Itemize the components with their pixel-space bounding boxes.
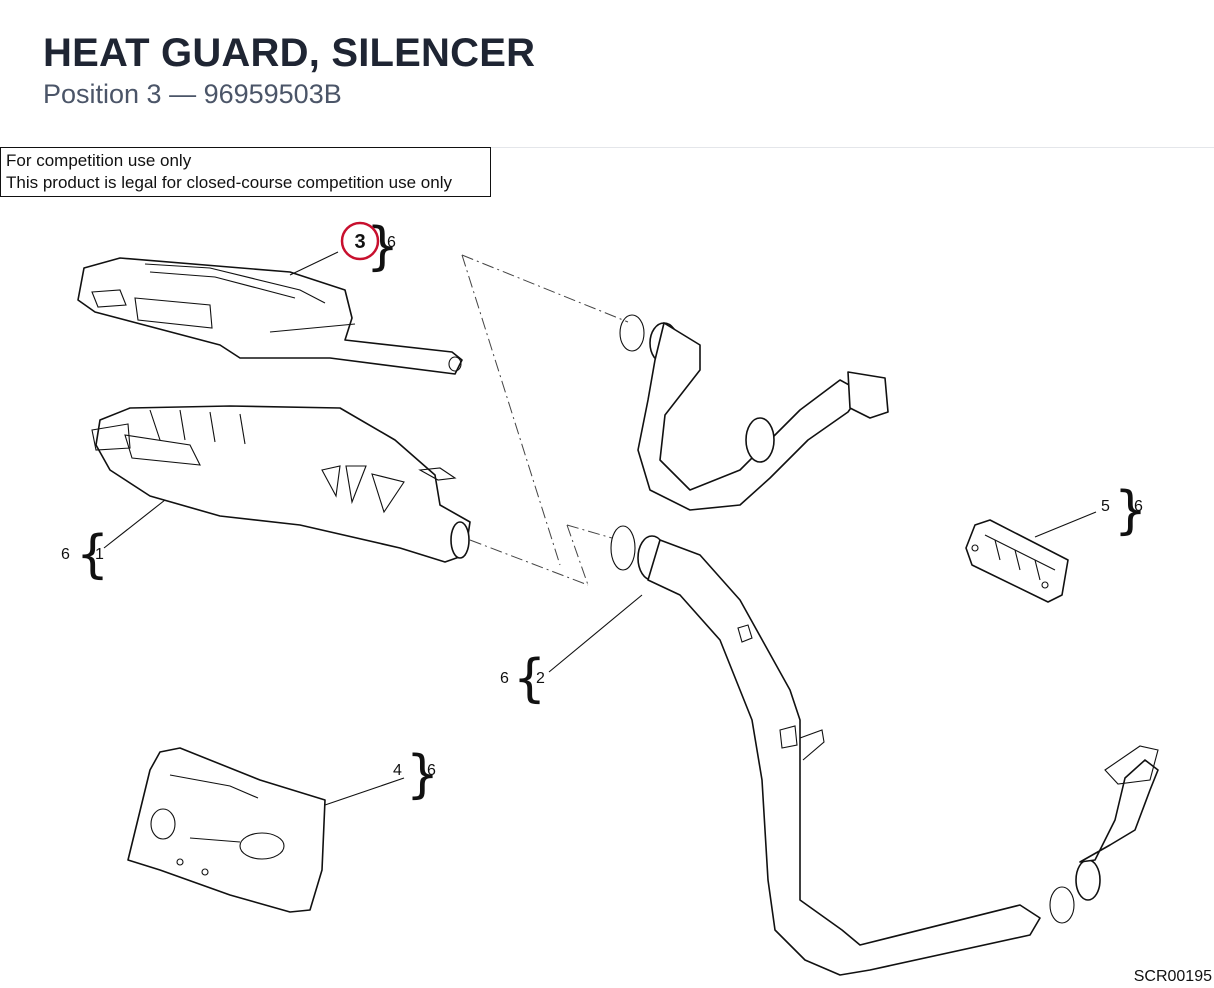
callout-3-label[interactable]: 3 [354, 231, 365, 253]
callout-4-kit: 6 [427, 762, 436, 779]
heat-guard-part-3[interactable] [77, 257, 463, 375]
leader-lines [103, 251, 1097, 806]
svg-text:{: { [513, 649, 546, 709]
upper-exhaust-pipe[interactable] [619, 314, 889, 511]
kit-braces: } { { } } [76, 217, 1147, 805]
diagram-code: SCR00195 [1133, 968, 1212, 985]
callout-1-label[interactable]: 1 [95, 546, 104, 563]
exhaust-pipe-part-2[interactable] [610, 525, 1159, 976]
callout-5-label[interactable]: 5 [1101, 498, 1110, 515]
bracket-part-5[interactable] [965, 519, 1069, 603]
header-divider [0, 147, 1214, 148]
notice-line-1: For competition use only [6, 151, 192, 170]
page-subtitle: Position 3 — 96959503B [43, 79, 342, 109]
svg-text:}: } [406, 745, 439, 805]
silencer-part-1[interactable] [91, 405, 471, 563]
competition-notice: For competition use only This product is… [0, 147, 491, 197]
callout-5-kit: 6 [1134, 498, 1143, 515]
heat-guard-part-4[interactable] [127, 747, 326, 913]
callout-4-label[interactable]: 4 [393, 762, 402, 779]
callout-3-highlight-ring [340, 221, 380, 261]
header: HEAT GUARD, SILENCER Position 3 — 969595… [43, 30, 535, 110]
page-title: HEAT GUARD, SILENCER [43, 31, 536, 75]
callout-3-kit: 6 [387, 234, 396, 251]
svg-text:{: { [76, 525, 109, 585]
alignment-lines [461, 254, 629, 586]
callout-2-label[interactable]: 2 [536, 670, 545, 687]
callout-2-kit: 6 [500, 670, 509, 687]
svg-text:}: } [1114, 481, 1147, 541]
notice-line-2: This product is legal for closed-course … [6, 173, 452, 192]
callout-1-kit: 6 [61, 546, 70, 563]
